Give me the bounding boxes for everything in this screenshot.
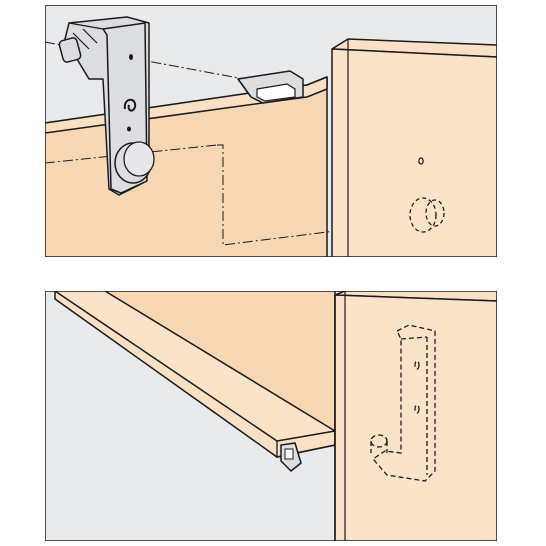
edge-clip [280, 442, 302, 472]
bottom-panel [45, 291, 497, 541]
guide-clip [237, 70, 304, 104]
side-panel [334, 294, 497, 541]
top-illustration [45, 5, 497, 257]
bottom-illustration [45, 291, 497, 541]
side-panel [331, 48, 497, 257]
screw-hole [418, 157, 424, 165]
knob-receiver [409, 197, 445, 233]
mounting-bracket [58, 16, 155, 196]
hidden-bracket [370, 324, 436, 482]
top-panel [45, 5, 497, 257]
